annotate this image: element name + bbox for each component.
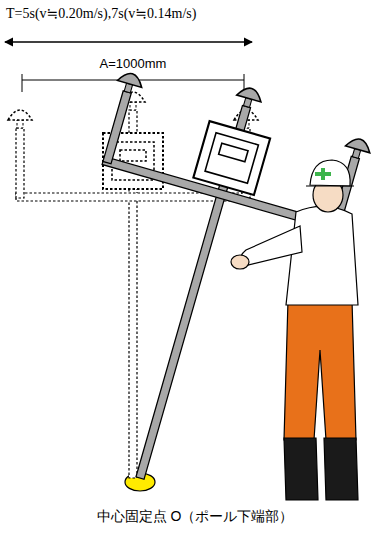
tilted-pole — [14, 52, 378, 514]
fixed-point-label: 中心固定点 O（ポール下端部） — [95, 508, 296, 526]
motion-arrow — [5, 41, 252, 42]
period-speed-note: T=5s(v≒0.20m/s),7s(v≒0.14m/s) — [4, 5, 198, 22]
dimension-label: A=1000mm — [98, 56, 169, 71]
worker — [231, 160, 358, 500]
